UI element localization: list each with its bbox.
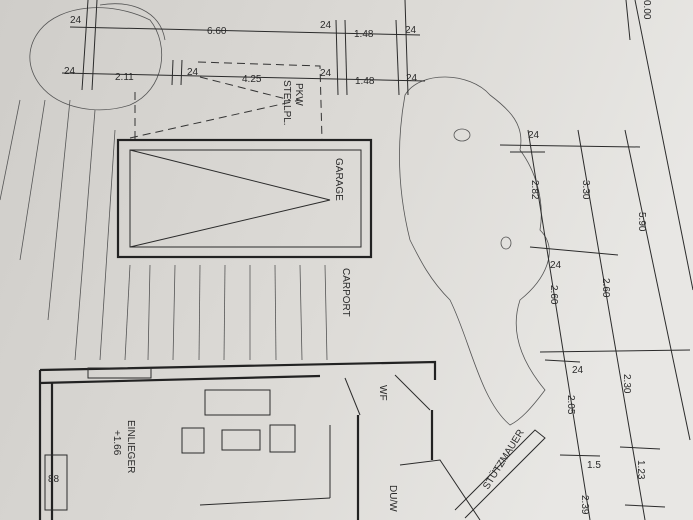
dim-label: 24 bbox=[187, 67, 199, 78]
garage-label: GARAGE bbox=[333, 158, 344, 201]
bath-label: DU/W bbox=[387, 485, 398, 512]
dim-label: 2.11 bbox=[115, 72, 134, 83]
dim-label: 24 bbox=[70, 15, 82, 26]
dim-label: 2.82 bbox=[529, 180, 540, 200]
stove-burners-icon: 88 bbox=[48, 474, 60, 485]
dim-label: 6.60 bbox=[207, 26, 227, 37]
dim-label: 2.39 bbox=[579, 495, 590, 515]
dim-label: 24 bbox=[572, 365, 584, 376]
dim-label: 1.23 bbox=[635, 460, 646, 480]
dim-label: 24 bbox=[320, 68, 332, 79]
dim-label: 1.5 bbox=[587, 460, 601, 471]
retaining-wall bbox=[454, 429, 546, 519]
apartment-label: EINLIEGER bbox=[125, 420, 136, 473]
right-dimension-lines bbox=[499, 0, 693, 520]
dim-label: 24 bbox=[320, 20, 332, 31]
apartment-walls: 88 bbox=[38, 360, 481, 520]
dim-label: 1.48 bbox=[354, 29, 374, 40]
apartment-level: +1.66 bbox=[111, 430, 122, 456]
dim-label: 2.60 bbox=[548, 285, 559, 305]
dim-label: 1.48 bbox=[355, 76, 375, 87]
dim-label: 24 bbox=[550, 260, 562, 271]
dim-label: 24 bbox=[405, 25, 417, 36]
carport-label: CARPORT bbox=[340, 268, 351, 317]
carport-hatching bbox=[0, 99, 328, 361]
dim-label: 5.90 bbox=[636, 212, 647, 232]
garage bbox=[116, 138, 373, 259]
utility-label: WF bbox=[377, 385, 388, 401]
dim-label: 24 bbox=[528, 130, 540, 141]
dim-label: 2.30 bbox=[621, 374, 632, 394]
dim-label: 2.60 bbox=[600, 278, 611, 298]
elevation-label: 0.00 bbox=[641, 0, 652, 20]
tree-top-left bbox=[29, 3, 166, 111]
parking-label: STELLPL. bbox=[281, 80, 292, 126]
top-dimension-lines bbox=[61, 0, 426, 96]
tree-right bbox=[399, 76, 550, 426]
dim-label: 24 bbox=[64, 66, 76, 77]
dim-label: 2.05 bbox=[565, 395, 576, 415]
parking-dashed-outline bbox=[129, 61, 323, 141]
parking-label: PKW bbox=[293, 83, 304, 106]
dim-label: 3.30 bbox=[580, 180, 591, 200]
dim-label: 24 bbox=[406, 73, 418, 84]
dim-label: 4.25 bbox=[242, 74, 262, 85]
